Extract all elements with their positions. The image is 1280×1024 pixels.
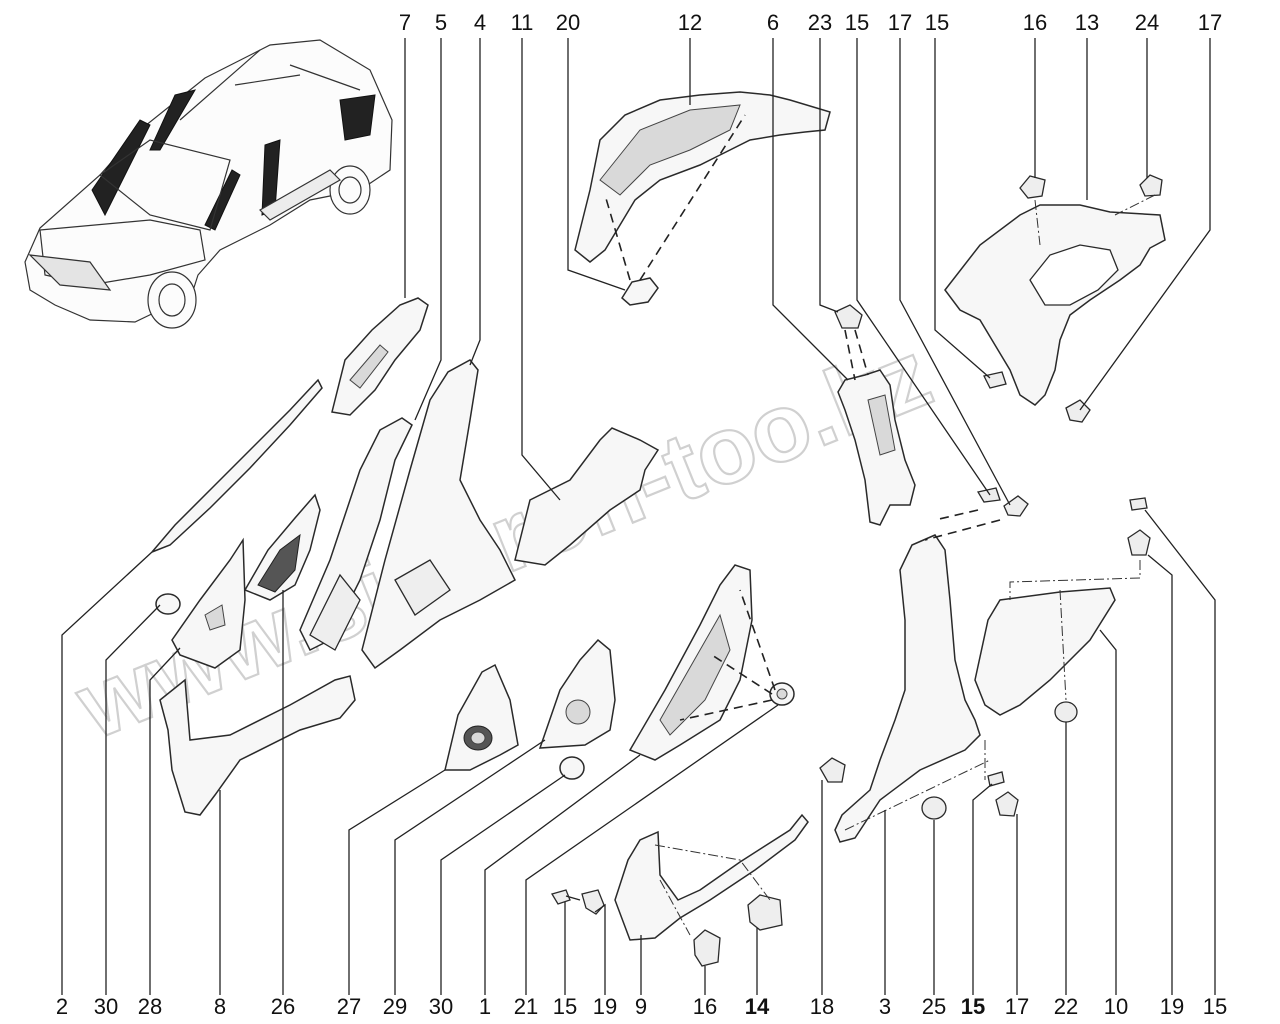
part-29-speaker-cover xyxy=(538,638,616,749)
part-13-rear-trim xyxy=(944,204,1166,406)
callout-label: 28 xyxy=(138,994,162,1019)
callout-label: 9 xyxy=(635,994,647,1019)
top-callouts: 7 5 4 11 20 12 6 23 15 17 15 16 13 24 17 xyxy=(399,10,1222,35)
callout-label: 10 xyxy=(1104,994,1128,1019)
part-30-plug xyxy=(559,756,585,780)
part-6-pillar-trim xyxy=(837,369,916,526)
callout-label: 30 xyxy=(429,994,453,1019)
part-15-screw xyxy=(551,889,581,905)
part-15-screw-rear xyxy=(983,371,1007,389)
callout-label: 8 xyxy=(214,994,226,1019)
part-19-clip xyxy=(581,889,605,915)
part-25-clip xyxy=(921,796,947,820)
callout-label: 29 xyxy=(383,994,407,1019)
part-30-plug xyxy=(155,593,181,615)
callout-label: 16 xyxy=(693,994,717,1019)
callout-label: 7 xyxy=(399,10,411,35)
part-10-rear-panel xyxy=(974,587,1116,716)
part-15-screw-right xyxy=(1129,497,1148,511)
part-9-sill-trim xyxy=(614,813,809,941)
callout-label: 30 xyxy=(94,994,118,1019)
part-19-clip-right xyxy=(1127,529,1151,556)
part-16-clip-upper xyxy=(1019,175,1046,199)
callout-label: 17 xyxy=(1005,994,1029,1019)
callout-label: 22 xyxy=(1054,994,1078,1019)
vehicle-overview-icon xyxy=(24,39,393,329)
bottom-callouts: 2 30 28 8 26 27 29 30 1 21 15 19 9 16 14… xyxy=(56,994,1227,1019)
callout-label: 15 xyxy=(1203,994,1227,1019)
leader-lines xyxy=(61,38,1216,995)
callout-label: 2 xyxy=(56,994,68,1019)
callout-label: 26 xyxy=(271,994,295,1019)
callout-label: 5 xyxy=(435,10,447,35)
part-17-clip-rear xyxy=(1065,399,1091,423)
part-20-plug xyxy=(621,277,659,306)
part-23-clip xyxy=(834,304,863,329)
part-15-screw-lower xyxy=(987,771,1005,787)
part-12-roof-rail-trim xyxy=(574,91,831,263)
callout-label: 4 xyxy=(474,10,486,35)
part-22-clip xyxy=(1054,701,1078,723)
part-7-pillar-upper-trim xyxy=(331,297,429,416)
callout-label: 6 xyxy=(767,10,779,35)
part-1-clip xyxy=(769,682,795,706)
callout-label: 25 xyxy=(922,994,946,1019)
callout-label: 15 xyxy=(961,994,985,1019)
callout-label: 15 xyxy=(553,994,577,1019)
part-11-pillar-lower-trim xyxy=(514,427,660,566)
callout-label: 12 xyxy=(678,10,702,35)
part-21-pillar-trim xyxy=(628,564,753,761)
part-24-clip xyxy=(1139,174,1163,197)
callout-label: 23 xyxy=(808,10,832,35)
assembly-arrows xyxy=(604,114,1156,936)
part-27-speaker-cover xyxy=(444,663,519,771)
callout-label: 27 xyxy=(337,994,361,1019)
callout-label: 13 xyxy=(1075,10,1099,35)
callout-label: 14 xyxy=(745,994,770,1019)
part-2-pillar-strip xyxy=(151,378,323,553)
part-17-clip-upper xyxy=(1003,495,1029,517)
callout-label: 15 xyxy=(845,10,869,35)
part-16-clip xyxy=(693,929,721,967)
callout-label: 19 xyxy=(1160,994,1184,1019)
part-28-triangle-panel xyxy=(171,537,246,669)
callout-label: 11 xyxy=(511,10,534,35)
callout-label: 15 xyxy=(925,10,949,35)
part-3-pillar-lower-trim xyxy=(834,534,981,843)
callout-label: 16 xyxy=(1023,10,1047,35)
callout-label: 17 xyxy=(888,10,912,35)
part-18-clip xyxy=(819,757,846,783)
callout-label: 20 xyxy=(556,10,580,35)
callout-label: 24 xyxy=(1135,10,1159,35)
part-14-clip xyxy=(747,894,783,931)
callout-label: 18 xyxy=(810,994,834,1019)
part-4-pillar-trim xyxy=(361,359,516,670)
callout-label: 1 xyxy=(479,994,491,1019)
callout-label: 21 xyxy=(514,994,538,1019)
callout-label: 17 xyxy=(1198,10,1222,35)
part-26-pillar-panel xyxy=(243,493,321,601)
part-5-pillar-trim xyxy=(299,417,413,652)
part-8-sill-trim xyxy=(159,675,356,816)
part-17-clip-lower xyxy=(995,791,1019,817)
callout-label: 19 xyxy=(593,994,617,1019)
callout-label: 3 xyxy=(879,994,891,1019)
part-15-screw-upper xyxy=(976,487,1001,503)
